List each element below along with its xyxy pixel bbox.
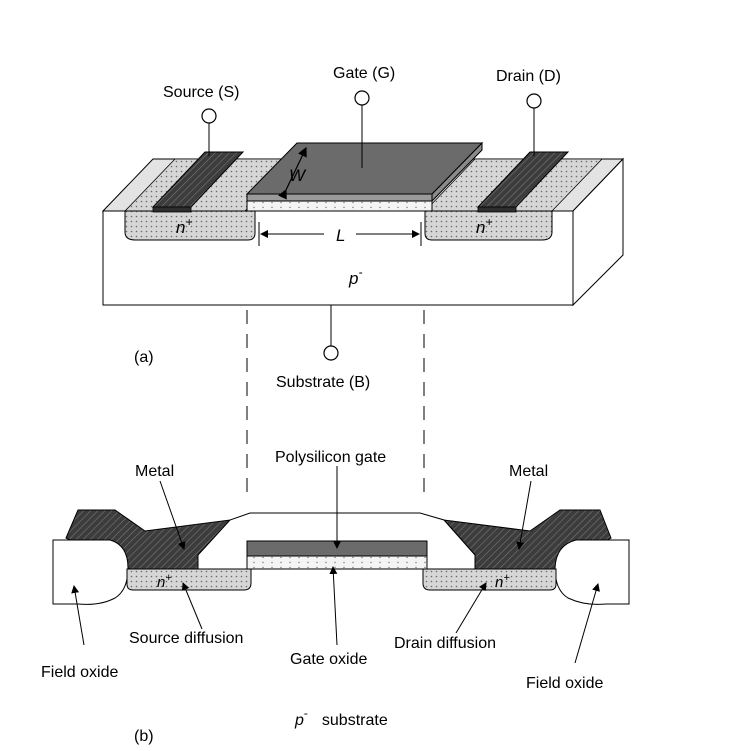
gate-label: Gate (G) bbox=[333, 65, 395, 82]
field-oxide-right-arrow bbox=[574, 583, 600, 664]
metal-right-label: Metal bbox=[509, 463, 548, 480]
width-label: W bbox=[289, 166, 307, 185]
substrate-label: Substrate (B) bbox=[276, 374, 370, 391]
drain-diffusion-n-plus: n+ bbox=[495, 572, 510, 591]
source-diffusion-front bbox=[124, 210, 256, 241]
source-diffusion-arrow bbox=[181, 582, 203, 630]
drain-n-plus-label: n+ bbox=[476, 215, 492, 237]
drain-diffusion-front bbox=[424, 210, 553, 241]
gate-oxide-3d bbox=[246, 200, 433, 212]
drain-diffusion-label: Drain diffusion bbox=[394, 635, 496, 652]
gate-oxide-layer bbox=[246, 555, 428, 570]
metal-left-label: Metal bbox=[135, 463, 174, 480]
source-metal-front bbox=[152, 206, 192, 213]
field-oxide-right-label: Field oxide bbox=[526, 675, 603, 692]
gate-oxide-label: Gate oxide bbox=[290, 651, 367, 668]
source-n-plus-label: n+ bbox=[176, 215, 192, 237]
metal-left-arrow bbox=[159, 480, 186, 550]
p-minus-label: p- bbox=[348, 265, 362, 288]
substrate-terminal-icon bbox=[323, 345, 339, 361]
drain-metal-front bbox=[477, 206, 517, 213]
source-label: Source (S) bbox=[163, 84, 239, 101]
width-arrow bbox=[278, 146, 307, 200]
right-field-oxide bbox=[554, 539, 630, 605]
part-a-label: (a) bbox=[134, 349, 154, 366]
source-terminal-icon bbox=[201, 108, 217, 124]
mosfet-cross-section: n+ n+ Metal Metal Polysilicon gate Sourc… bbox=[41, 449, 630, 745]
source-diffusion-region bbox=[126, 568, 252, 591]
substrate-caption: p-substrate bbox=[294, 706, 388, 729]
drain-diffusion-region bbox=[422, 568, 557, 591]
drain-diffusion-arrow bbox=[455, 582, 487, 634]
metal-right-arrow bbox=[516, 480, 532, 550]
drain-terminal-icon bbox=[526, 93, 542, 109]
gate-oxide-arrow bbox=[329, 566, 338, 646]
source-diffusion-n-plus: n+ bbox=[157, 572, 172, 591]
gate-terminal-icon bbox=[354, 90, 370, 106]
length-label: L bbox=[336, 226, 345, 245]
part-b-label: (b) bbox=[134, 728, 154, 745]
field-oxide-left-label: Field oxide bbox=[41, 664, 118, 681]
field-oxide-left-arrow bbox=[71, 585, 85, 646]
source-diffusion-label: Source diffusion bbox=[129, 630, 243, 647]
mosfet-3d-view: W L n+ n+ p- Source (S) Gate (G) Drain (… bbox=[101, 65, 625, 391]
left-field-oxide bbox=[52, 539, 129, 605]
gate-front-face bbox=[246, 193, 433, 202]
drain-label: Drain (D) bbox=[496, 68, 561, 85]
polysilicon-gate-label: Polysilicon gate bbox=[275, 449, 386, 466]
